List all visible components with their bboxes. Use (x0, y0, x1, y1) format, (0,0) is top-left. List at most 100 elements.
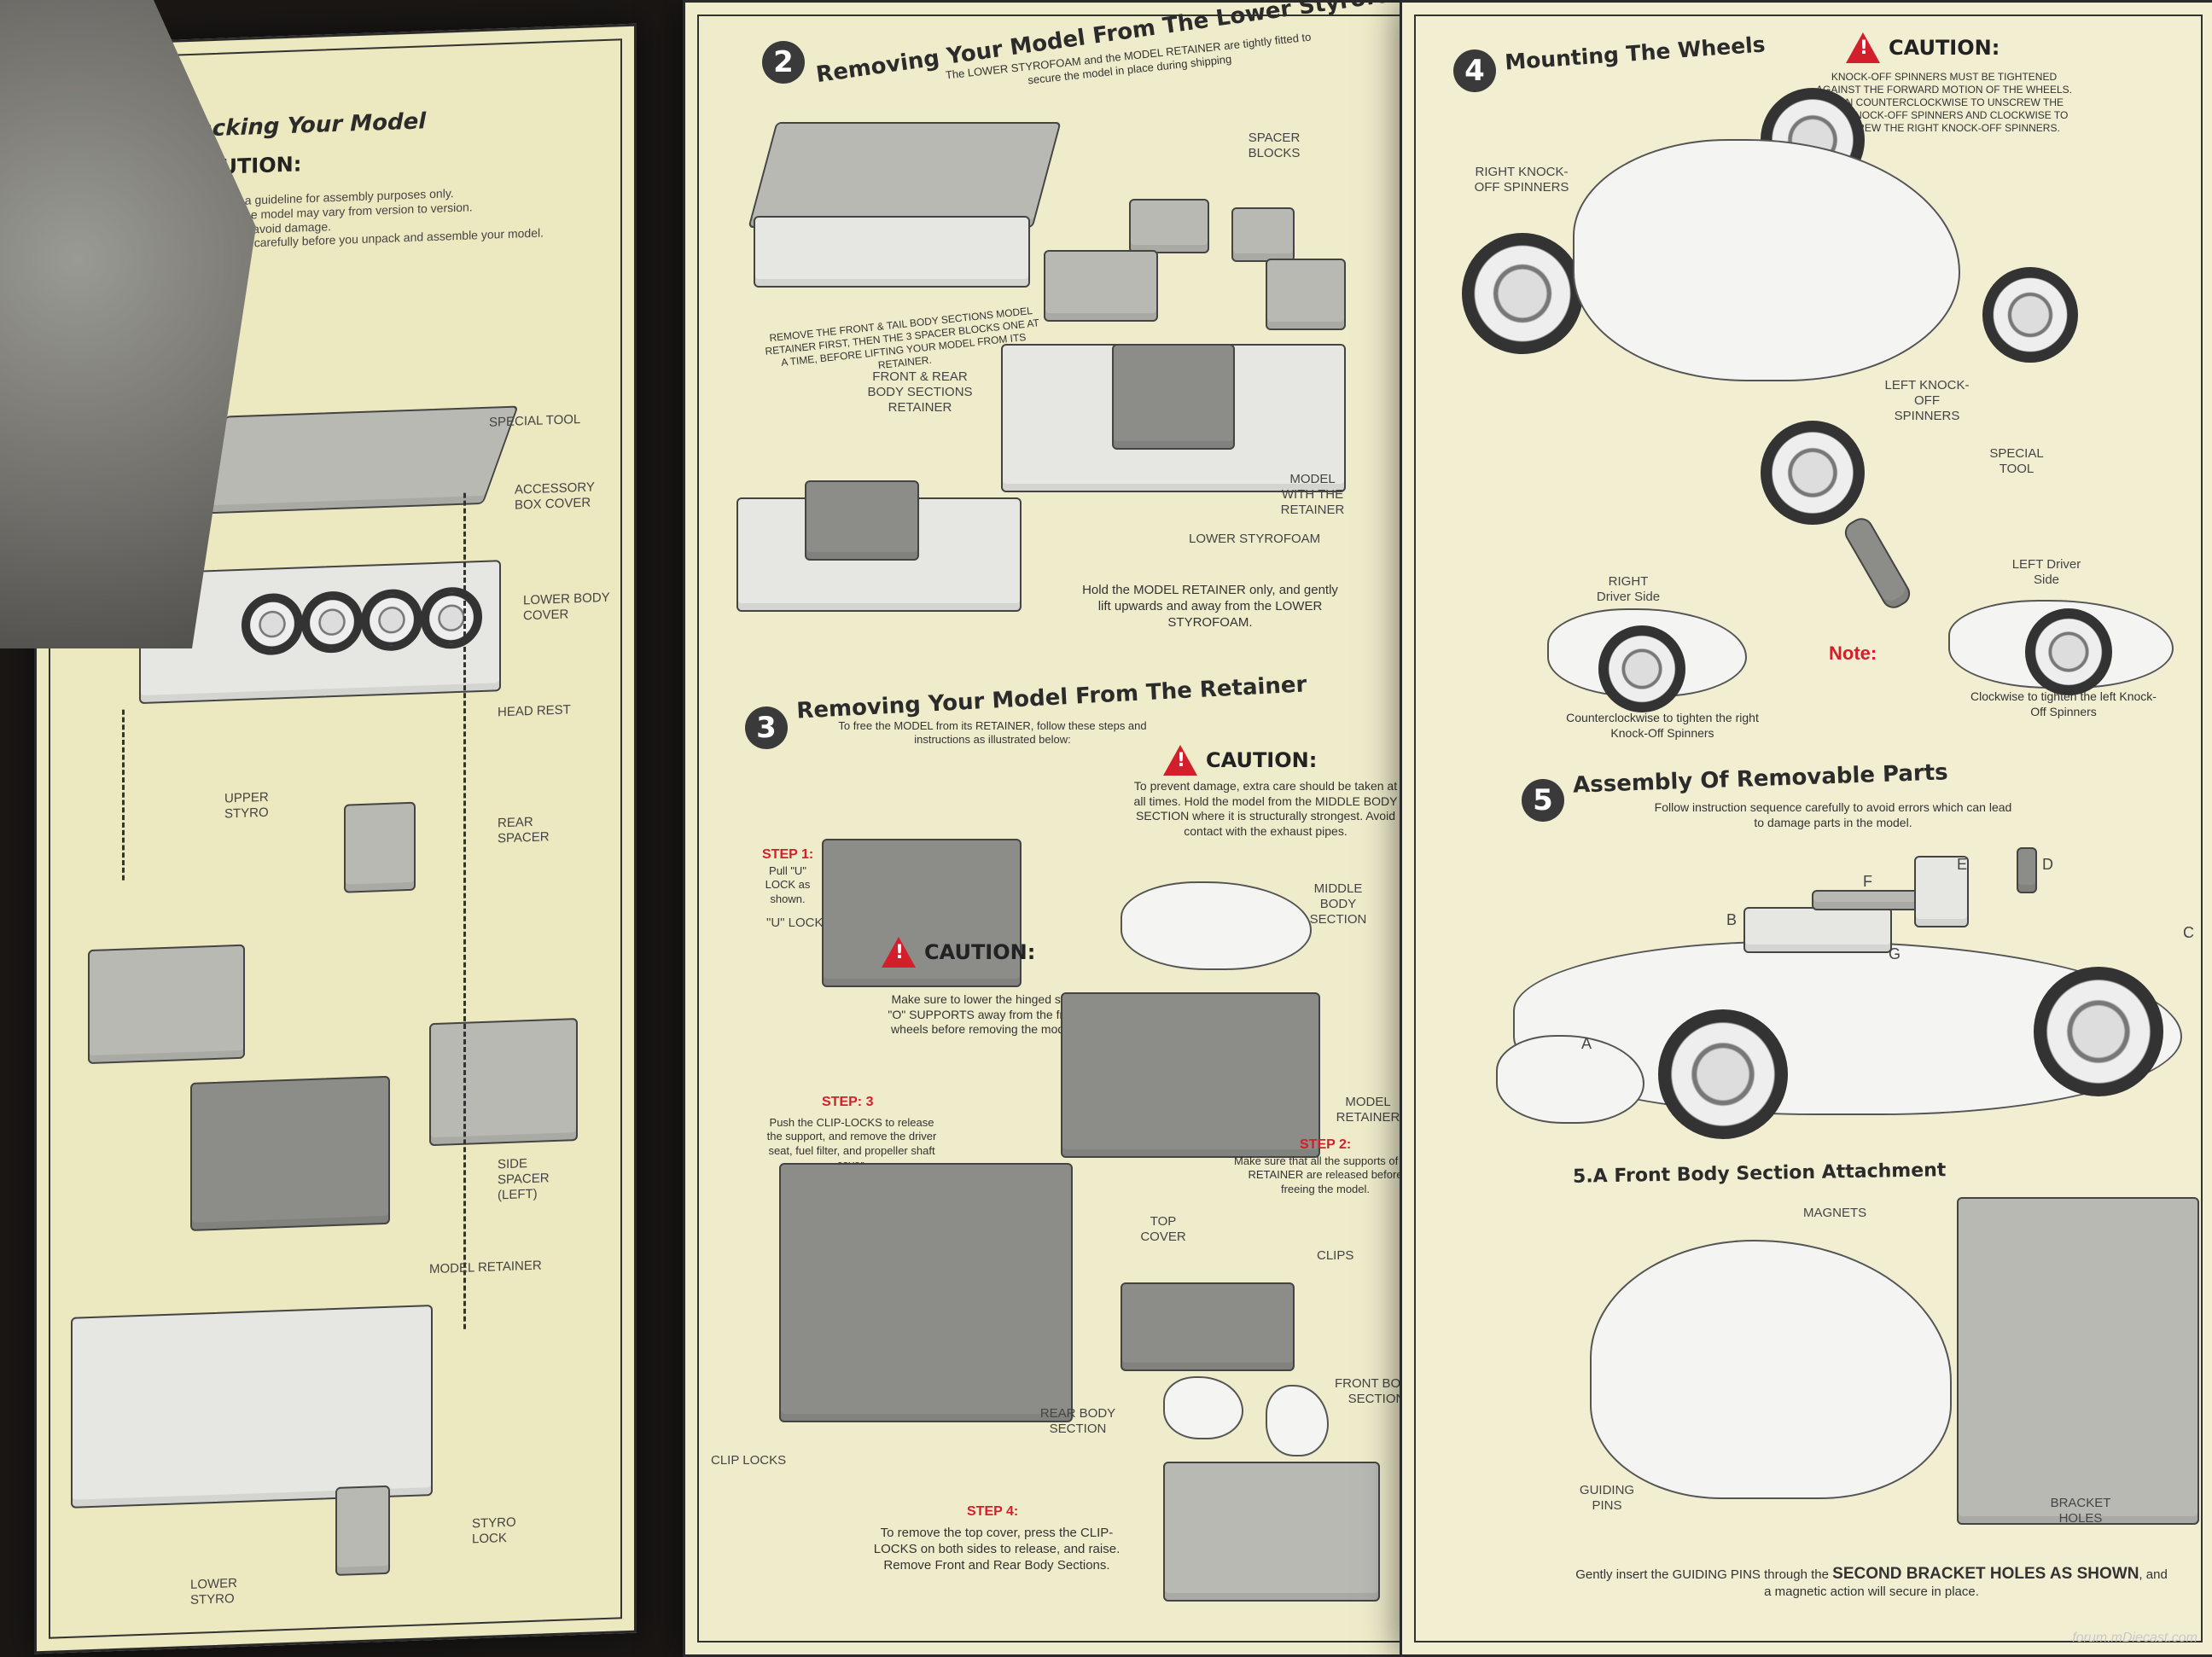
label-lower-styro: LOWER STYRO (190, 1576, 238, 1608)
styrofoam-base-part (754, 216, 1030, 288)
label-middle-body-section: MIDDLE BODY SECTION (1309, 881, 1367, 927)
label-special-tool: SPECIAL TOOL (489, 411, 581, 430)
step-2-text: Make sure that all the supports of the R… (1234, 1154, 1417, 1195)
accessory-box-cover-part (189, 405, 519, 515)
step-5-subtitle: Follow instruction sequence carefully to… (1654, 800, 2012, 829)
right-page: 4 Mounting The Wheels CAUTION: KNOCK-OFF… (1400, 0, 2212, 1657)
right-page-border (1414, 15, 2203, 1642)
front-body-section-part (1590, 1240, 1952, 1499)
front-body-part (1266, 1385, 1329, 1456)
label-side-spacer: SIDE SPACER (left) (498, 1156, 550, 1203)
instruction-post: , and a magnetic action will secure in p… (1764, 1567, 2168, 1599)
instruction-pre: Gently insert the GUIDING PINS through t… (1575, 1567, 1829, 1582)
body-retainer-part (1044, 250, 1158, 322)
model-car-part (1121, 881, 1312, 970)
step-3-badge: 3 (745, 706, 788, 749)
label-bracket-holes: BRACKET HOLES (2050, 1496, 2111, 1526)
guide-line (122, 709, 125, 881)
side-spacer-part (429, 1018, 578, 1147)
step-5a-instruction: Gently insert the GUIDING PINS through t… (1573, 1564, 2170, 1601)
label-accessory-box-cover: ACCESSORY BOX COVER (515, 480, 595, 513)
step-3-caution-b: CAUTION: (882, 937, 1035, 968)
front-wheel-icon (1658, 1009, 1788, 1139)
label-top-cover: TOP COVER (1140, 1214, 1186, 1244)
caution-label: CAUTION: (1889, 36, 2000, 60)
step-3-caution-a: CAUTION: (1163, 745, 1317, 776)
step-2-label: STEP 2: (1300, 1137, 1352, 1152)
letter-a: A (1581, 1035, 1592, 1052)
label-styro-lock: STYRO LOCK (472, 1515, 516, 1547)
label-magnets: MAGNETS (1803, 1206, 1867, 1220)
label-right-driver-side: RIGHT Driver Side (1596, 574, 1661, 604)
spacer-block-part (1231, 207, 1295, 262)
chassis-front-part (1957, 1197, 2199, 1525)
model-car-chassis (1573, 139, 1960, 381)
rear-body-part (1163, 1376, 1243, 1439)
ccw-note: Counterclockwise to tighten the right Kn… (1566, 711, 1759, 740)
step-4-text: To remove the top cover, press the CLIP-… (873, 1526, 1121, 1573)
step-3-caution-text-b: Make sure to lower the hinged side "O" S… (888, 992, 1080, 1036)
watermark: forum.mDiecast.com (2072, 1631, 2197, 1645)
label-rear-body-section: REAR BODY SECTION (1039, 1406, 1116, 1436)
label-special-tool-right: SPECIAL TOOL (1989, 446, 2044, 476)
lower-styro-part (71, 1305, 433, 1509)
left-side-wheel-icon (2025, 608, 2112, 695)
step-4-label: STEP 4: (967, 1504, 1019, 1519)
label-clip-locks: CLIP LOCKS (711, 1453, 787, 1468)
label-head-rest: HEAD REST (498, 702, 571, 720)
guide-line (463, 492, 466, 1329)
letter-d: D (2042, 856, 2053, 873)
cw-note: Clockwise to tighten the left Knock-Off … (1970, 689, 2157, 718)
step-1-label: STEP 1: (762, 847, 814, 862)
rear-wheel-assembled-icon (2034, 967, 2163, 1096)
part-b-panel (1743, 907, 1892, 953)
open-retainer-part (1061, 992, 1320, 1158)
caution-label: CAUTION: (1206, 748, 1318, 772)
letter-g: G (1889, 945, 1901, 962)
step-4-caution-text: KNOCK-OFF SPINNERS must be tightened aga… (1815, 71, 2073, 134)
letter-f: F (1863, 873, 1872, 890)
label-spacer-blocks: SPACER BLOCKS (1248, 131, 1301, 160)
warning-icon (1846, 32, 1880, 63)
step-3-caution-text-a: To prevent damage, extra care should be … (1133, 779, 1398, 838)
label-lower-styrofoam: LOWER STYROFOAM (1189, 532, 1321, 546)
label-rear-spacer: REAR SPACER (498, 814, 550, 846)
step-3-text: Push the CLIP-LOCKS to release the suppo… (766, 1116, 937, 1171)
label-front-rear-retainer: FRONT & REAR BODY SECTIONS RETAINER (867, 369, 973, 415)
label-front-body-section: FRONT BODY SECTION (1334, 1376, 1419, 1406)
warning-icon (1163, 745, 1197, 776)
label-left-driver-side: LEFT Driver Side (2011, 557, 2081, 587)
label-guiding-pins: GUIDING PINS (1579, 1483, 1635, 1513)
step-3-subtitle: To free the MODEL from its RETAINER, fol… (838, 719, 1147, 747)
part-d-filter (2017, 847, 2037, 893)
letter-c: C (2183, 924, 2194, 941)
label-lower-body-cover: LOWER BODY COVER (523, 590, 610, 624)
step-4-caution: CAUTION: (1846, 32, 2000, 63)
caution-label: CAUTION: (924, 940, 1036, 964)
warning-icon (882, 937, 916, 968)
front-right-wheel-icon (1761, 421, 1865, 525)
retainer-clip-locks-part (779, 1163, 1073, 1422)
model-chassis-part (1112, 344, 1235, 450)
retainer-with-model-part (822, 839, 1022, 987)
part-e-seat (1914, 856, 1969, 927)
instruction-bold: SECOND BRACKET HOLES AS SHOWN (1832, 1565, 2139, 1583)
note-label: Note: (1829, 642, 1877, 664)
step-3-label: STEP: 3 (822, 1095, 874, 1109)
step-2-badge: 2 (762, 41, 805, 84)
front-left-wheel-icon (1462, 233, 1583, 354)
label-left-spinners: LEFT KNOCK-OFF SPINNERS (1884, 378, 1970, 423)
right-side-wheel-icon (1598, 625, 1685, 712)
middle-page: 2 Removing Your Model From The Lower Sty… (683, 0, 1439, 1657)
model-retainer-part (190, 1075, 390, 1231)
rear-right-wheel-icon (1982, 267, 2078, 363)
step-5-badge: 5 (1522, 779, 1564, 822)
part-a-nose (1496, 1035, 1644, 1124)
spacer-block-part (1129, 199, 1209, 253)
rear-spacer-part (344, 801, 416, 893)
letter-b: B (1726, 911, 1738, 928)
step-1-text: Pull "U" LOCK as shown. (765, 864, 811, 905)
label-u-lock: "U" LOCK (766, 916, 824, 930)
spacer-part (88, 944, 245, 1065)
hand-holding-retainer (805, 480, 919, 561)
